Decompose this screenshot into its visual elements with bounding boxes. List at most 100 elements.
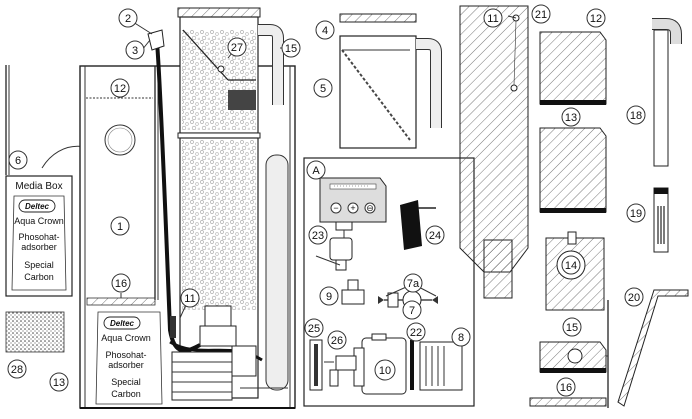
callout-6: 6 <box>8 150 28 170</box>
media-bag: Deltec Aqua Crown Phosohat- adsorber Spe… <box>95 311 163 405</box>
sump-pump <box>170 305 257 401</box>
callout-22: 22 <box>406 322 426 342</box>
media-box-line4: Special <box>24 260 54 270</box>
callout-15-cabinet: 15 <box>281 38 301 58</box>
rotor-magnet <box>387 292 399 308</box>
baffle-foot <box>483 239 513 299</box>
callout-16: 16 <box>556 377 576 397</box>
filter-sponge <box>5 311 65 353</box>
spare-cup-cone <box>341 49 411 141</box>
callout-3: 3 <box>125 40 145 60</box>
callout-20: 20 <box>624 287 644 307</box>
sponge-block-lower <box>539 127 607 213</box>
media-box-line3: adsorber <box>21 242 57 252</box>
mode-button-label: ⊖ <box>366 203 374 213</box>
media-box-logo-text: Deltec <box>25 202 50 211</box>
media-box-bag <box>11 195 67 291</box>
minus-button-label: − <box>333 203 338 213</box>
callout-21: 21 <box>531 4 551 24</box>
callout-8-label: 8 <box>458 332 464 344</box>
callout-14: 14 <box>561 255 581 275</box>
media-box-line2: Phosohat- <box>18 232 59 242</box>
callout-15-label: 15 <box>566 322 578 334</box>
callout-24-label: 24 <box>429 230 441 242</box>
side-panel <box>5 65 10 175</box>
callout-11-cabinet-label: 11 <box>184 293 195 305</box>
callout-4-label: 4 <box>322 25 328 37</box>
callout-13: 13 <box>561 107 581 127</box>
bag-line1: Aqua Crown <box>101 333 151 343</box>
callout-12-cabinet-label: 12 <box>114 83 126 95</box>
plus-button[interactable] <box>347 202 359 214</box>
callout-7a: 7a <box>403 273 423 293</box>
spare-cup-body <box>339 35 417 149</box>
bag-line2: Phosohat- <box>105 350 146 360</box>
callout-5: 5 <box>313 78 333 98</box>
bag-line3: adsorber <box>108 360 144 370</box>
callout-7a-label: 7a <box>407 278 420 290</box>
callouts: 2 3 12 6 1 16 11 28 13 27 15 4 5 A 23 24… <box>7 4 646 397</box>
callout-13-cabinet-label: 13 <box>53 377 65 389</box>
callout-A: A <box>306 160 326 180</box>
callout-11-baffle-label: 11 <box>487 13 498 25</box>
angle-bracket <box>617 289 689 407</box>
callout-26: 26 <box>327 330 347 350</box>
spare-cup-lid <box>339 13 417 23</box>
callout-16-cabinet: 16 <box>111 273 131 293</box>
media-box-line1: Aqua Crown <box>14 216 64 226</box>
callout-1-label: 1 <box>117 221 123 233</box>
callout-2-label: 2 <box>125 13 131 25</box>
sponge-block-upper <box>539 31 607 105</box>
riser-pipe <box>653 29 669 167</box>
callout-27: 27 <box>227 37 247 57</box>
callout-13-label: 13 <box>565 112 577 124</box>
callout-15: 15 <box>562 317 582 337</box>
callout-25-label: 25 <box>308 323 320 335</box>
cup-screw <box>217 65 225 73</box>
bag-logo-text: Deltec <box>110 319 135 328</box>
callout-24: 24 <box>425 225 445 245</box>
callout-5-label: 5 <box>320 83 326 95</box>
callout-1: 1 <box>110 216 130 236</box>
callout-9-label: 9 <box>326 291 332 303</box>
controller-plug <box>329 237 353 261</box>
media-box-line5: Carbon <box>24 272 54 282</box>
bag-line4: Special <box>111 377 141 387</box>
callout-11-baffle: 11 <box>483 8 503 28</box>
skimmer-lid <box>177 7 261 18</box>
callout-14-label: 14 <box>565 260 577 272</box>
elbow-pipe <box>652 19 681 44</box>
minus-button[interactable] <box>330 202 342 214</box>
overflow-hole <box>104 124 136 156</box>
callout-19: 19 <box>626 203 646 223</box>
media-tray <box>86 297 156 306</box>
callout-23-label: 23 <box>312 230 324 242</box>
callout-21-label: 21 <box>535 9 547 21</box>
callout-16-cabinet-label: 16 <box>115 278 127 290</box>
callout-18: 18 <box>626 105 646 125</box>
callout-25: 25 <box>304 318 324 338</box>
media-box-title: Media Box <box>15 181 62 192</box>
callout-11-cabinet: 11 <box>180 288 200 308</box>
media-box: Media Box Deltec Aqua Crown Phosohat- ad… <box>5 175 73 297</box>
callout-28: 28 <box>7 359 27 379</box>
callout-15-cabinet-label: 15 <box>285 43 297 55</box>
seal-ring <box>410 340 414 390</box>
callout-3-label: 3 <box>132 45 138 57</box>
callout-7-label: 7 <box>409 305 415 317</box>
plus-button-label: + <box>350 203 355 213</box>
callout-13-cabinet: 13 <box>49 372 69 392</box>
callout-27-label: 27 <box>231 42 243 54</box>
callout-10: 10 <box>374 359 396 381</box>
callout-4: 4 <box>315 20 335 40</box>
mode-button[interactable] <box>364 202 376 214</box>
callout-7: 7 <box>402 300 422 320</box>
deltec-logo <box>18 199 56 213</box>
bag-line5: Carbon <box>111 389 141 399</box>
outlet-pipe <box>258 25 283 105</box>
callout-18-label: 18 <box>630 110 642 122</box>
cup-drain <box>228 90 256 110</box>
callout-12-label: 12 <box>590 13 602 25</box>
callout-10-label: 10 <box>379 365 391 377</box>
